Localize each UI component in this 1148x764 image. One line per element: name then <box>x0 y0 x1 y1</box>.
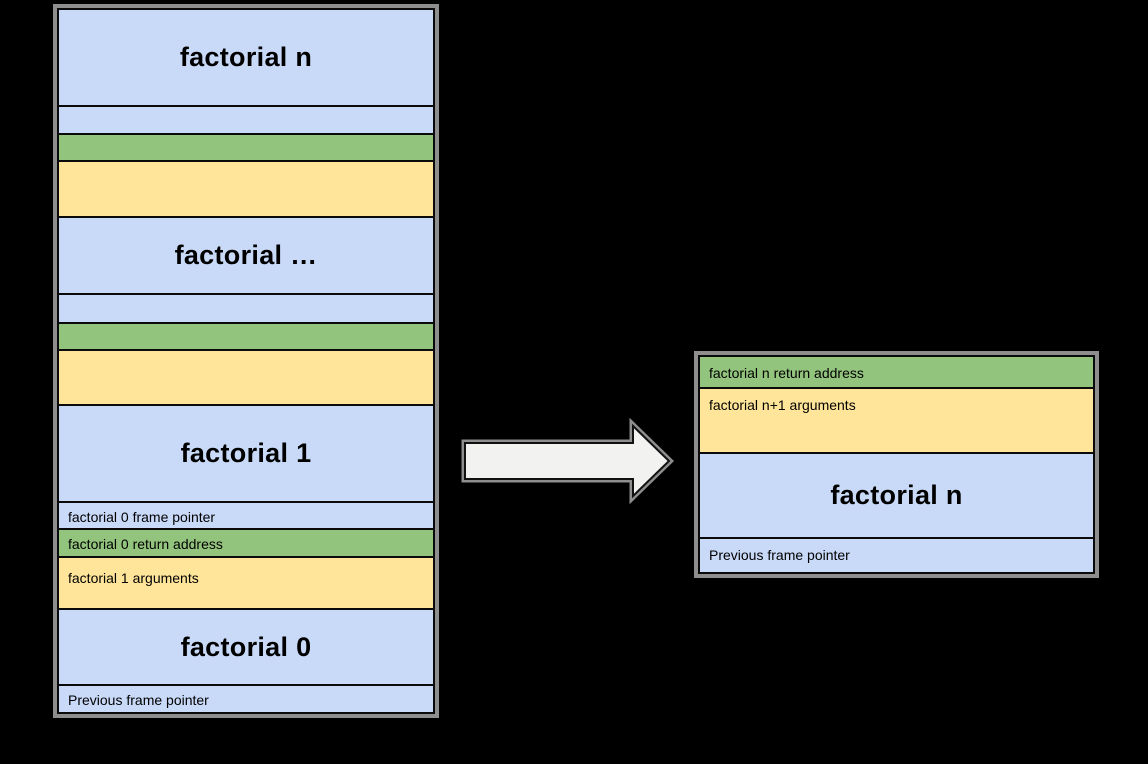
stack-row-left_stack-3 <box>59 160 433 216</box>
call-stack-frame-detail-rows: factorial n return address factorial n+1 … <box>698 355 1095 574</box>
stack-row-left_stack-5 <box>59 293 433 322</box>
call-stack-full: factorial n factorial … factorial 1 factori… <box>53 4 439 718</box>
stack-row-factorial-0-frame-pointer: factorial 0 frame pointer <box>59 501 433 528</box>
stack-row-label: Previous frame pointer <box>709 547 850 563</box>
stack-row-factorial-1-arguments: factorial 1 arguments <box>59 556 433 608</box>
stack-row-label: factorial 0 return address <box>68 536 223 552</box>
stack-row-factorial-1: factorial 1 <box>59 404 433 501</box>
stack-row-label: factorial n <box>179 42 313 72</box>
stack-row-factorial-0-return-address: factorial 0 return address <box>59 528 433 556</box>
stack-row-label: factorial n return address <box>709 365 864 381</box>
stack-row-label: factorial 1 <box>180 438 312 468</box>
stack-row-previous-frame-pointer: Previous frame pointer <box>700 537 1093 572</box>
call-stack-frame-detail: factorial n return address factorial n+1 … <box>694 351 1099 578</box>
stack-row-label: factorial 0 frame pointer <box>68 509 216 525</box>
stack-row-label: factorial 0 <box>180 631 312 662</box>
stack-row-factorial-n: factorial n <box>59 10 433 105</box>
stack-row-left_stack-7 <box>59 349 433 404</box>
stack-row-label: factorial n <box>830 480 963 510</box>
call-stack-full-rows: factorial n factorial … factorial 1 factori… <box>57 8 435 714</box>
stack-row-previous-frame-pointer: Previous frame pointer <box>59 684 433 712</box>
stack-row-label: factorial … <box>174 240 318 270</box>
right-arrow-icon <box>461 417 675 505</box>
stack-row-factorial-n-return-address: factorial n return address <box>700 357 1093 387</box>
stack-row-factorial-n-1-arguments: factorial n+1 arguments <box>700 387 1093 452</box>
stack-row-left_stack-1 <box>59 105 433 133</box>
stack-row-label: factorial 1 arguments <box>68 570 199 586</box>
right-arrow-shape <box>464 423 671 499</box>
stack-row-left_stack-2 <box>59 133 433 160</box>
stack-row-factorial: factorial … <box>59 216 433 293</box>
stack-row-factorial-n: factorial n <box>700 452 1093 537</box>
stack-row-label: Previous frame pointer <box>68 692 209 708</box>
stack-row-left_stack-6 <box>59 322 433 349</box>
stack-row-label: factorial n+1 arguments <box>709 397 856 413</box>
stack-row-factorial-0: factorial 0 <box>59 608 433 684</box>
